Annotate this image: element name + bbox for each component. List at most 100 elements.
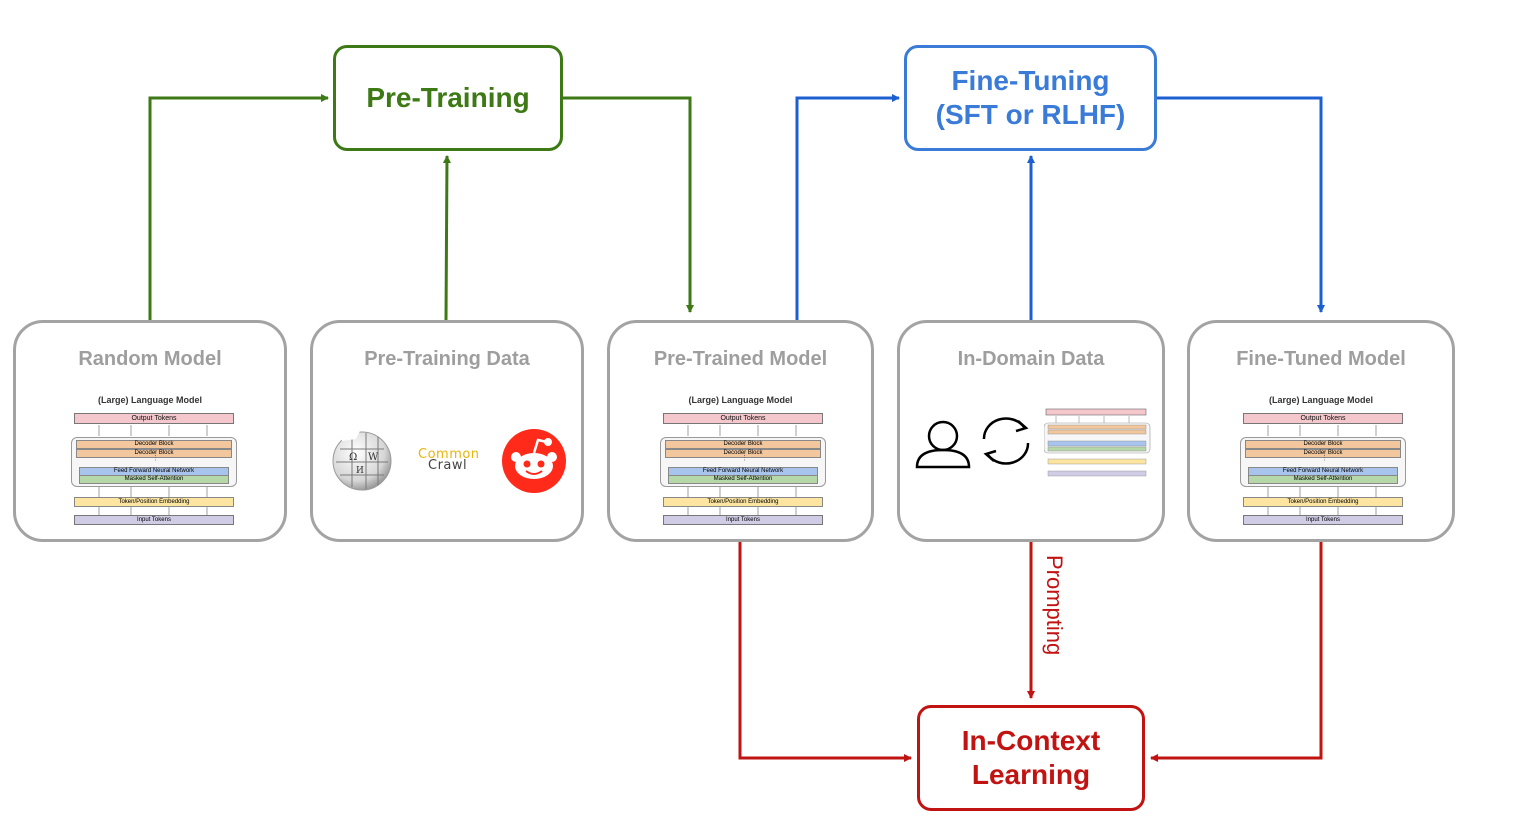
decoder-block-label: Decoder Block bbox=[134, 450, 174, 456]
icl-label-line1: In-Context bbox=[961, 725, 1101, 757]
in-domain-data-title: In-Domain Data bbox=[957, 348, 1105, 370]
decoder-stack: Decoder Block Decoder Block ⋮ Feed Forwa… bbox=[1240, 437, 1406, 487]
reddit-logo bbox=[502, 429, 566, 493]
pretraining-to-pretrained-arrow bbox=[563, 96, 694, 313]
attention-layer: Masked Self-Attention bbox=[1248, 475, 1398, 484]
output-arrows bbox=[687, 425, 797, 436]
llm-diagram: Output Tokens Decoder Block Decoder Bloc… bbox=[1240, 411, 1406, 526]
embedding-label: Token/Position Embedding bbox=[118, 499, 190, 505]
output-arrows bbox=[1267, 425, 1377, 436]
prompting-label: Prompting bbox=[1042, 555, 1067, 656]
output-tokens-label: Output Tokens bbox=[1300, 415, 1346, 422]
decoder-stack: Decoder Block Decoder Block ⋮ Feed Forwa… bbox=[660, 437, 826, 487]
llm-diagram-title: (Large) Language Model bbox=[97, 395, 202, 405]
input-arrows bbox=[1267, 507, 1377, 516]
data-to-pretraining-arrow bbox=[442, 155, 451, 321]
input-tokens-label: Input Tokens bbox=[726, 517, 760, 523]
attention-label: Masked Self-Attention bbox=[1293, 476, 1353, 482]
in-domain-data-card: In-Domain Data bbox=[897, 320, 1165, 542]
mini-llm-diagram bbox=[1044, 408, 1151, 477]
stack-ellipsis: ⋮ bbox=[152, 455, 159, 462]
embedding-arrows bbox=[687, 487, 797, 498]
output-tokens-layer: Output Tokens bbox=[663, 413, 823, 424]
decoder-block-label: Decoder Block bbox=[134, 441, 174, 447]
decoder-block: Decoder Block bbox=[665, 449, 821, 458]
pretraining-label: Pre-Training bbox=[366, 82, 530, 114]
input-tokens-layer: Input Tokens bbox=[74, 515, 234, 525]
output-tokens-label: Output Tokens bbox=[720, 415, 766, 422]
decoder-block-label: Decoder Block bbox=[723, 450, 763, 456]
ffn-label: Feed Forward Neural Network bbox=[1282, 468, 1364, 474]
output-tokens-label: Output Tokens bbox=[131, 415, 177, 422]
embedding-arrows bbox=[98, 487, 208, 498]
pretraining-arrows bbox=[148, 94, 694, 321]
embedding-layer: Token/Position Embedding bbox=[74, 497, 234, 507]
finetuning-stage-box: Fine-Tuning (SFT or RLHF) bbox=[904, 45, 1157, 151]
svg-text:Ω: Ω bbox=[349, 452, 357, 463]
llm-diagram-title: (Large) Language Model bbox=[688, 395, 793, 405]
prompting-edge-label: Prompting bbox=[1037, 555, 1067, 675]
pretrained-to-finetuning-arrow bbox=[795, 94, 900, 320]
svg-text:W: W bbox=[368, 452, 379, 463]
llm-diagram: Output Tokens Decoder Block Decoder Bloc… bbox=[71, 411, 237, 526]
input-tokens-label: Input Tokens bbox=[1306, 517, 1340, 523]
finetuning-to-finetuned-arrow bbox=[1157, 96, 1325, 313]
wikipedia-logo: Ω W И bbox=[332, 431, 392, 491]
finetuning-arrows bbox=[795, 94, 1325, 320]
common-crawl-line1: Common bbox=[418, 447, 480, 462]
embedding-layer: Token/Position Embedding bbox=[1243, 497, 1403, 507]
attention-label: Masked Self-Attention bbox=[124, 476, 184, 482]
finetuning-label-line2: (SFT or RLHF) bbox=[935, 99, 1126, 130]
random-to-pretraining-arrow bbox=[148, 94, 329, 320]
embedding-layer: Token/Position Embedding bbox=[663, 497, 823, 507]
attention-layer: Masked Self-Attention bbox=[79, 475, 229, 484]
llm-diagram-title: (Large) Language Model bbox=[1268, 395, 1373, 405]
ffn-label: Feed Forward Neural Network bbox=[113, 468, 195, 474]
finetuned-to-icl-arrow bbox=[1150, 542, 1323, 762]
user-icon bbox=[915, 420, 971, 469]
ffn-label: Feed Forward Neural Network bbox=[702, 468, 784, 474]
icl-arrows bbox=[738, 542, 1323, 762]
pretrained-model-card: Pre-Trained Model (Large) Language Model… bbox=[607, 320, 874, 542]
pretrained-to-icl-arrow bbox=[738, 542, 912, 762]
input-arrows bbox=[98, 507, 208, 516]
output-arrows bbox=[98, 425, 208, 436]
decoder-block-label: Decoder Block bbox=[1303, 441, 1343, 447]
input-tokens-layer: Input Tokens bbox=[1243, 515, 1403, 525]
input-arrows bbox=[687, 507, 797, 516]
icl-label-line2: Learning bbox=[971, 759, 1091, 790]
decoder-block: Decoder Block bbox=[1245, 449, 1401, 458]
decoder-stack: Decoder Block Decoder Block ⋮ Feed Forwa… bbox=[71, 437, 237, 487]
decoder-block: Decoder Block bbox=[76, 449, 232, 458]
output-tokens-layer: Output Tokens bbox=[74, 413, 234, 424]
attention-layer: Masked Self-Attention bbox=[668, 475, 818, 484]
attention-label: Masked Self-Attention bbox=[713, 476, 773, 482]
icl-stage-box: In-Context Learning bbox=[917, 705, 1145, 811]
random-model-card: Random Model (Large) Language Model Outp… bbox=[13, 320, 287, 542]
pretraining-data-title: Pre-Training Data bbox=[364, 348, 530, 370]
decoder-block: Decoder Block bbox=[1245, 440, 1401, 449]
stack-ellipsis: ⋮ bbox=[1321, 455, 1328, 462]
common-crawl-logo: Common Crawl bbox=[416, 447, 486, 475]
input-tokens-label: Input Tokens bbox=[137, 517, 171, 523]
finetuned-model-card: Fine-Tuned Model (Large) Language Model … bbox=[1187, 320, 1455, 542]
stack-ellipsis: ⋮ bbox=[741, 455, 748, 462]
finetuned-model-title: Fine-Tuned Model bbox=[1236, 348, 1406, 370]
output-tokens-layer: Output Tokens bbox=[1243, 413, 1403, 424]
pretrained-model-title: Pre-Trained Model bbox=[653, 348, 828, 370]
embedding-arrows bbox=[1267, 487, 1377, 498]
embedding-label: Token/Position Embedding bbox=[1287, 499, 1359, 505]
pretraining-data-card: Pre-Training Data Ω W И Common Crawl bbox=[310, 320, 584, 542]
svg-text:И: И bbox=[356, 466, 364, 476]
decoder-block-label: Decoder Block bbox=[1303, 450, 1343, 456]
decoder-block: Decoder Block bbox=[665, 440, 821, 449]
decoder-block-label: Decoder Block bbox=[723, 441, 763, 447]
embedding-label: Token/Position Embedding bbox=[707, 499, 779, 505]
random-model-title: Random Model bbox=[78, 348, 222, 370]
refresh-cycle-icon bbox=[982, 417, 1030, 465]
llm-diagram: Output Tokens Decoder Block Decoder Bloc… bbox=[660, 411, 826, 526]
common-crawl-line2: Crawl bbox=[428, 458, 468, 473]
decoder-block: Decoder Block bbox=[76, 440, 232, 449]
